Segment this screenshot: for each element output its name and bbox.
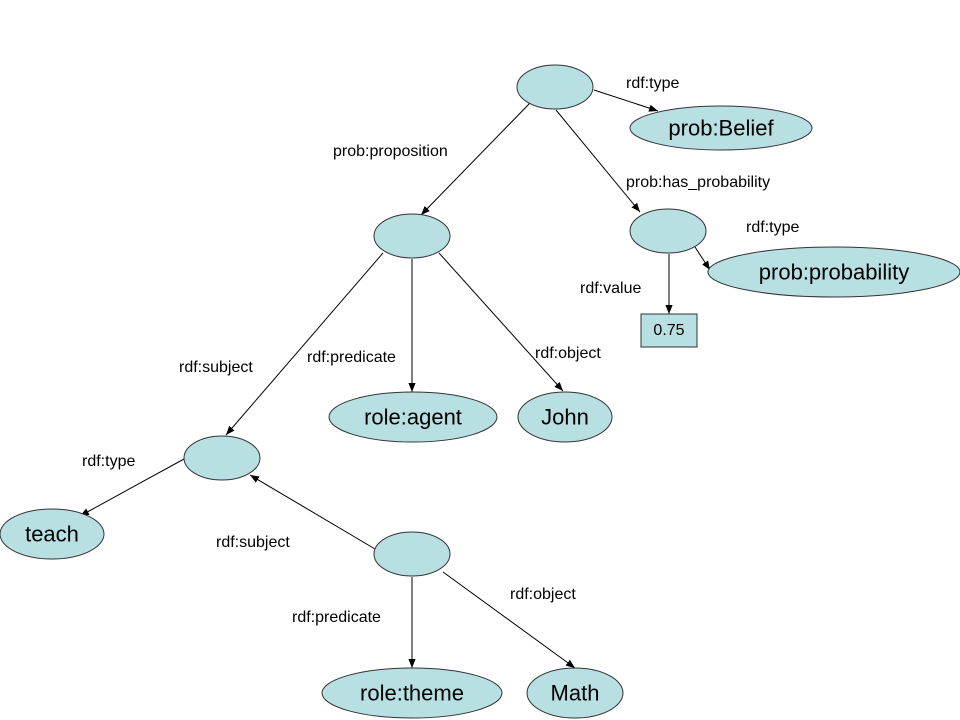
node-role-agent: role:agent <box>328 391 498 443</box>
edge-belief-to-prob_belief <box>593 89 659 112</box>
node-value: 0.75 <box>640 313 698 348</box>
resource-ellipse <box>321 667 503 719</box>
edge-label: rdf:type <box>626 75 679 92</box>
node-label: role:agent <box>364 405 462 430</box>
node-math: Math <box>526 667 624 719</box>
node-john: John <box>517 391 613 443</box>
blank-node-ellipse <box>629 208 707 254</box>
edge-belief-to-prop <box>420 102 531 216</box>
edge-label: rdf:predicate <box>307 349 396 366</box>
node-label: role:theme <box>360 681 464 706</box>
edge-label: rdf:subject <box>216 534 290 551</box>
literal-box <box>640 313 698 348</box>
edges-layer <box>79 89 711 669</box>
node-prob-node <box>629 208 707 254</box>
blank-node-ellipse <box>373 213 451 259</box>
resource-ellipse <box>629 105 813 151</box>
blank-node-ellipse <box>516 64 594 110</box>
edge-label: rdf:object <box>510 586 576 603</box>
edge-label: rdf:value <box>580 280 641 297</box>
edge-stmt2-to-math <box>442 571 576 669</box>
node-label: 0.75 <box>653 322 684 339</box>
node-prob-probability: prob:probability <box>707 246 960 298</box>
edge-label: rdf:type <box>82 453 135 470</box>
edge-belief-to-prob_node <box>555 109 641 213</box>
resource-ellipse <box>517 391 613 443</box>
node-belief <box>516 64 594 110</box>
edge-prob_node-to-prob_probability <box>694 246 711 271</box>
blank-node-ellipse <box>183 435 261 481</box>
edge-label: rdf:predicate <box>292 609 381 626</box>
node-label: Math <box>551 681 600 706</box>
node-stmt2 <box>373 531 451 577</box>
resource-ellipse <box>0 508 105 560</box>
node-label: prob:Belief <box>668 116 774 141</box>
node-label: teach <box>25 522 79 547</box>
resource-ellipse <box>526 667 624 719</box>
edge-labels-layer: rdf:type prob:proposition prob:has_probabi… <box>82 75 799 626</box>
node-teach: teach <box>0 508 105 560</box>
node-prop <box>373 213 451 259</box>
node-label: prob:probability <box>759 260 909 285</box>
edge-label: rdf:type <box>746 219 799 236</box>
node-prob-belief: prob:Belief <box>629 105 813 151</box>
node-role-theme: role:theme <box>321 667 503 719</box>
edge-event-to-teach <box>79 458 185 517</box>
edge-label: prob:proposition <box>333 143 448 160</box>
edge-prop-to-event <box>225 252 384 436</box>
resource-ellipse <box>707 246 960 298</box>
edge-prop-to-john <box>438 252 564 392</box>
edge-label: rdf:object <box>535 345 601 362</box>
edge-label: rdf:subject <box>179 359 253 376</box>
edge-label: prob:has_probability <box>626 174 770 191</box>
edge-stmt2-to-event <box>249 474 376 550</box>
blank-node-ellipse <box>373 531 451 577</box>
resource-ellipse <box>328 391 498 443</box>
nodes-layer: prob:Belief prob:probability 0.75 role:agen… <box>0 64 960 719</box>
node-event <box>183 435 261 481</box>
node-label: John <box>541 405 589 430</box>
